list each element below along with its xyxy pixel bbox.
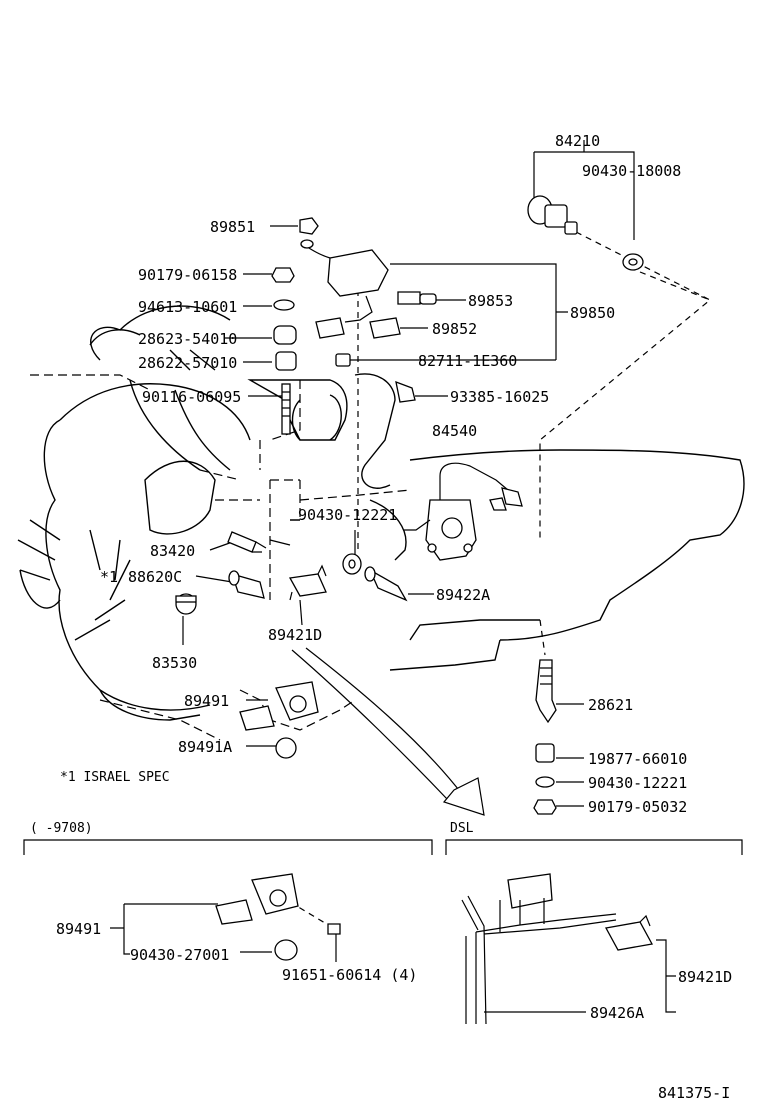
callout-89421D-lower[interactable]: 89421D: [678, 968, 732, 986]
callout-83530[interactable]: 83530: [152, 654, 197, 672]
callout-89850[interactable]: 89850: [570, 304, 615, 322]
callout-19877-66010[interactable]: 19877-66010: [588, 750, 687, 768]
part-connector-left[interactable]: [315, 317, 345, 339]
engine-outline: [17, 305, 745, 741]
part-28621[interactable]: [535, 659, 557, 724]
part-90179-06158-nut[interactable]: [271, 267, 295, 283]
callout-83420[interactable]: 83420: [150, 542, 195, 560]
callout-89421D[interactable]: 89421D: [268, 626, 322, 644]
part-93385-16025[interactable]: [395, 380, 416, 403]
callout-89851[interactable]: 89851: [210, 218, 255, 236]
part-89421D[interactable]: [288, 564, 327, 601]
callout-90430-27001[interactable]: 90430-27001: [130, 946, 229, 964]
callout-89852[interactable]: 89852: [432, 320, 477, 338]
section-left-label: ( -9708): [30, 821, 93, 836]
callout-89422A[interactable]: 89422A: [436, 586, 490, 604]
part-89491A-oring[interactable]: [275, 737, 297, 759]
callout-89491A[interactable]: 89491A: [178, 738, 232, 756]
callout-94613-10601[interactable]: 94613-10601: [138, 298, 237, 316]
part-89421D-lower[interactable]: [604, 914, 654, 951]
part-89851[interactable]: [299, 217, 319, 235]
callout-84210[interactable]: 84210: [555, 132, 600, 150]
part-90430-18008-gasket[interactable]: [622, 253, 644, 271]
callout-90179-05032[interactable]: 90179-05032: [588, 798, 687, 816]
part-94613-10601-washer[interactable]: [273, 299, 295, 311]
callout-28623-54010[interactable]: 28623-54010: [138, 330, 237, 348]
part-89491-lower[interactable]: [215, 873, 299, 925]
part-90179-05032-nut[interactable]: [533, 799, 557, 815]
part-90430-27001-gasket[interactable]: [274, 939, 298, 961]
figure-number: 841375-I: [658, 1084, 730, 1102]
part-83530[interactable]: [175, 593, 197, 615]
callout-89491-lower[interactable]: 89491: [56, 920, 101, 938]
part-84540[interactable]: [404, 462, 523, 561]
callout-90430-18008[interactable]: 90430-18008: [582, 162, 681, 180]
footnote-israel-spec: *1 ISRAEL SPEC: [60, 770, 170, 785]
part-84210[interactable]: [527, 195, 578, 235]
part-28623-54010[interactable]: [273, 325, 297, 345]
callout-89853[interactable]: 89853: [468, 292, 513, 310]
part-89491[interactable]: [239, 681, 319, 731]
callout-91651-60614[interactable]: 91651-60614 (4): [282, 966, 417, 984]
callout-89491[interactable]: 89491: [184, 692, 229, 710]
callout-90179-06158[interactable]: 90179-06158: [138, 266, 237, 284]
callout-89426A[interactable]: 89426A: [590, 1004, 644, 1022]
part-89426A-bracket[interactable]: [461, 873, 617, 1025]
callout-28621[interactable]: 28621: [588, 696, 633, 714]
part-88620C[interactable]: [228, 570, 265, 599]
callout-90430-12221-upper[interactable]: 90430-12221: [298, 506, 397, 524]
part-90116-06095-stud[interactable]: [281, 383, 291, 435]
callout-labels: 84210 90430-18008 89851 90179-06158 9461…: [30, 132, 732, 1102]
part-89852[interactable]: [369, 317, 401, 339]
callout-84540[interactable]: 84540: [432, 422, 477, 440]
part-83420[interactable]: [227, 531, 267, 553]
part-91651-60614-bolt[interactable]: [327, 923, 341, 935]
callout-82711-1E360[interactable]: 82711-1E360: [418, 352, 517, 370]
part-90430-12221-gasket-upper[interactable]: [342, 553, 362, 575]
part-89422A[interactable]: [364, 566, 408, 602]
part-82711-1E360[interactable]: [335, 353, 351, 367]
part-89853[interactable]: [397, 291, 437, 305]
callout-93385-16025[interactable]: 93385-16025: [450, 388, 549, 406]
callout-28622-57010[interactable]: 28622-57010: [138, 354, 237, 372]
part-19877-66010[interactable]: [535, 743, 555, 763]
leader-lines: [23, 140, 743, 1013]
part-89850-sensor[interactable]: [300, 239, 389, 323]
callout-90430-12221-lower[interactable]: 90430-12221: [588, 774, 687, 792]
section-right-label: DSL: [450, 821, 474, 836]
callout-88620C-mark: *1: [100, 568, 118, 586]
callout-90116-06095[interactable]: 90116-06095: [142, 388, 241, 406]
part-90430-12221-gasket-lower[interactable]: [535, 776, 555, 788]
callout-88620C[interactable]: 88620C: [128, 568, 182, 586]
part-28622-57010[interactable]: [275, 351, 297, 371]
